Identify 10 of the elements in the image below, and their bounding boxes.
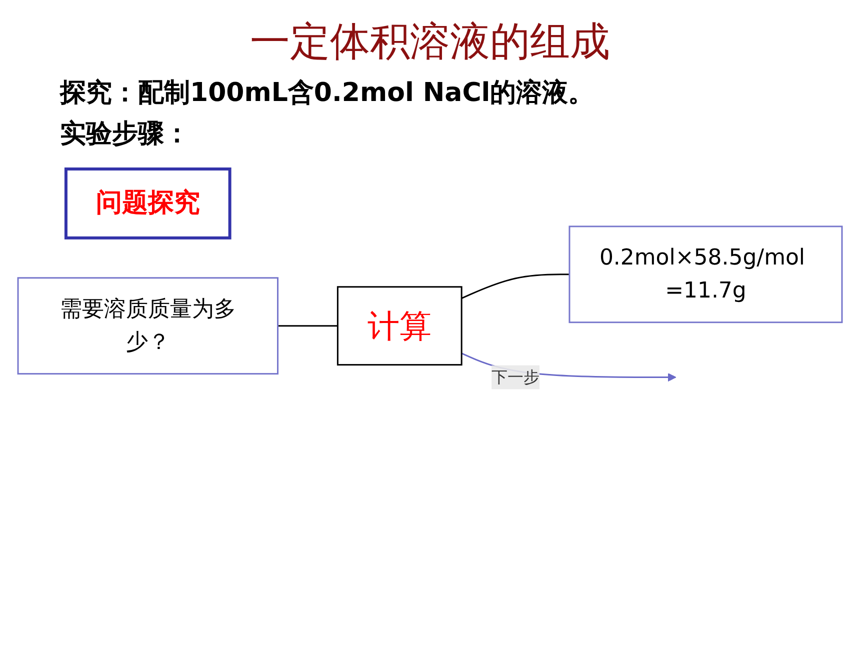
task-text: 探究：配制100mL含0.2mol NaCl的溶液。 xyxy=(60,77,596,110)
node-box: 计算 xyxy=(336,286,462,366)
node-box: 0.2mol×58.5g/mol =11.7g xyxy=(568,226,843,324)
section-heading: 实验步骤： xyxy=(60,118,191,151)
connector xyxy=(278,325,338,327)
node-box: 需要溶质质量为多少？ xyxy=(17,277,278,375)
connector xyxy=(461,274,570,300)
edge-label: 下一步 xyxy=(492,367,540,386)
node-box: 问题探究 xyxy=(64,168,232,240)
title: 一定体积溶液的组成 xyxy=(249,18,611,67)
